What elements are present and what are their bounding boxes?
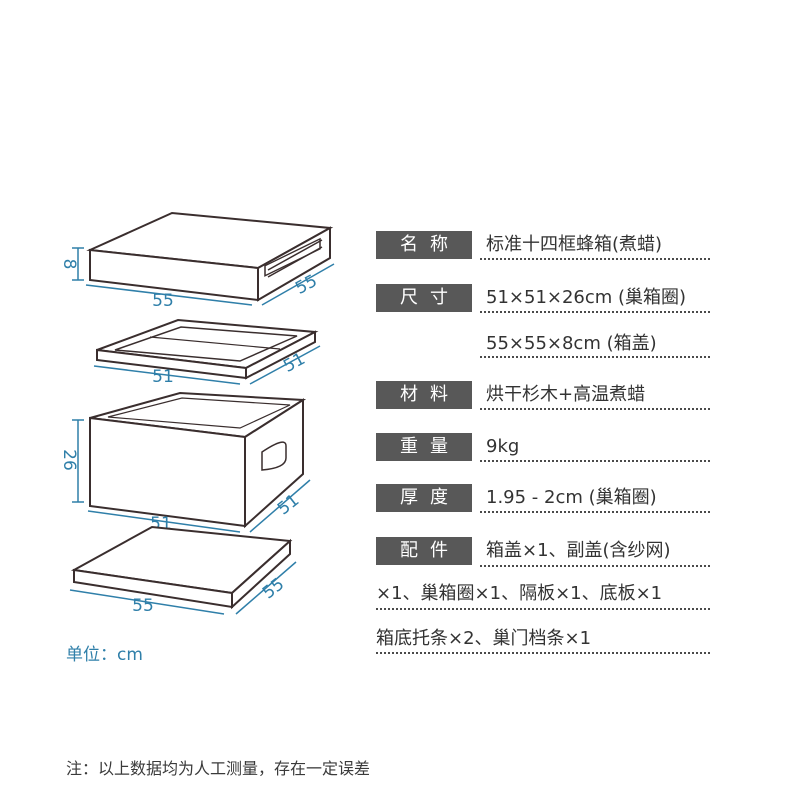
lid-drawing [86,211,334,302]
footnote: 注：以上数据均为人工测量，存在一定误差 [66,759,371,778]
spec-label-thickness: 厚度 [376,484,472,512]
spec-value-accessories-3: 箱底托条×2、巢门档条×1 [376,628,592,649]
spec-value-accessories: 箱盖×1、副盖(含纱网) [486,540,671,561]
spec-divider [480,565,710,567]
bottom-drawing [70,525,293,610]
spec-divider [376,608,710,610]
body-drawing [89,391,307,529]
spec-divider [480,408,710,410]
lid-width-dim: 55 [152,291,174,311]
frame-drawing [96,318,319,380]
spec-value-accessories-2: ×1、巢箱圈×1、隔板×1、底板×1 [376,583,663,604]
bottom-depth-line [235,561,297,615]
unit-label: 单位：cm [66,645,143,665]
body-width-line [87,510,241,533]
spec-divider [480,511,710,513]
spec-value-size-2: 55×55×8cm (箱盖) [486,333,657,354]
body-depth-line [249,479,311,533]
spec-divider [480,356,710,358]
spec-value-weight: 9kg [486,436,520,457]
frame-width-line [93,365,241,385]
spec-label-size: 尺寸 [376,284,472,312]
frame-width-dim: 51 [152,367,174,387]
body-height-dim: 26 [59,449,79,471]
spec-divider [480,460,710,462]
spec-divider [376,652,710,654]
bottom-width-line [69,589,225,615]
lid-width-line [85,284,253,306]
spec-value-name: 标准十四框蜂箱(煮蜡) [486,234,663,255]
spec-label-accessories: 配件 [376,537,472,565]
spec-label-name: 名称 [376,231,472,259]
spec-divider [480,311,710,313]
lid-height-dim: 8 [59,259,79,270]
spec-label-weight: 重量 [376,433,472,461]
spec-value-material: 烘干杉木+高温煮蜡 [486,384,646,405]
lid-depth-line [261,263,335,306]
spec-value-size: 51×51×26cm (巢箱圈) [486,287,687,308]
spec-label-material: 材料 [376,381,472,409]
bottom-width-dim: 55 [132,596,154,616]
frame-depth-line [249,345,321,385]
spec-divider [480,258,710,260]
spec-value-thickness: 1.95 - 2cm (巢箱圈) [486,487,657,508]
